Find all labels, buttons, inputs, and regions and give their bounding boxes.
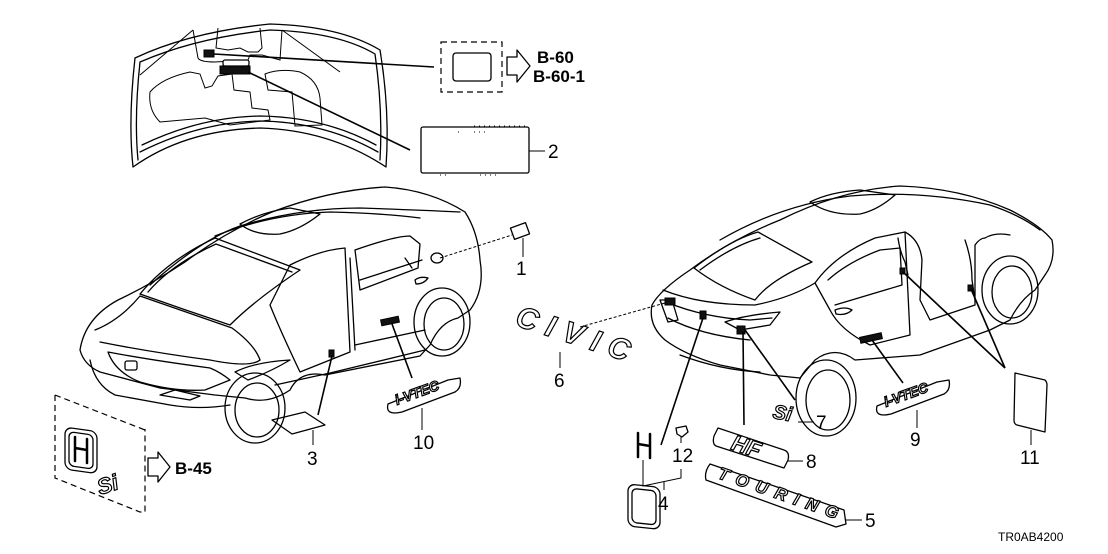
callout-3[interactable]: 3 [307, 449, 318, 470]
svg-text:HF: HF [728, 430, 764, 463]
svg-text:i-VTEC: i-VTEC [393, 377, 442, 408]
callout-7[interactable]: 7 [816, 413, 827, 434]
fuel-lid-label [439, 221, 531, 259]
rear-door-jamb-label [902, 271, 1048, 445]
front-emblem-reference-group: Si [54, 394, 171, 513]
touring-emblem: TOURING [704, 463, 862, 528]
ref-b60-1[interactable]: B-60-1 [533, 67, 585, 86]
civic-emblem: CIVIC [511, 300, 666, 369]
callout-1[interactable]: 1 [516, 259, 527, 280]
diagram-code: TR0AB4200 [998, 530, 1064, 544]
callout-2[interactable]: 2 [548, 142, 559, 163]
callout-12[interactable]: 12 [672, 446, 693, 467]
door-jamb-label [271, 355, 333, 445]
car-rear-view [650, 185, 1054, 437]
arrow-right-icon [147, 451, 171, 483]
hf-emblem: HF [712, 331, 803, 469]
callout-5[interactable]: 5 [865, 511, 876, 532]
hood-label-reference-group [440, 41, 531, 93]
ivtec-emblem-left: i-VTEC [386, 323, 462, 430]
ref-b60[interactable]: B-60 [537, 48, 574, 67]
si-emblem-rear: Si [744, 329, 814, 427]
svg-text:Si: Si [771, 401, 794, 426]
car-front-view [79, 186, 482, 444]
honda-h-emblem-rear [627, 317, 704, 530]
svg-text:CIVIC: CIVIC [512, 300, 636, 368]
callout-6[interactable]: 6 [554, 371, 565, 392]
callout-11[interactable]: 11 [1020, 448, 1040, 469]
callout-9[interactable]: 9 [910, 430, 921, 451]
hood-caution-label [420, 125, 545, 176]
callout-10[interactable]: 10 [413, 433, 434, 454]
clip-part [675, 425, 689, 443]
si-emblem-front: Si [94, 469, 122, 499]
arrow-right-icon [506, 49, 531, 83]
ivtec-emblem-right: i-VTEC [871, 339, 951, 428]
svg-text:i-VTEC: i-VTEC [882, 379, 931, 410]
honda-h-emblem-front [64, 427, 98, 474]
hood-illustration [130, 23, 435, 168]
callout-8[interactable]: 8 [806, 452, 817, 473]
callout-4[interactable]: 4 [658, 494, 669, 515]
ref-b45[interactable]: B-45 [175, 459, 212, 478]
